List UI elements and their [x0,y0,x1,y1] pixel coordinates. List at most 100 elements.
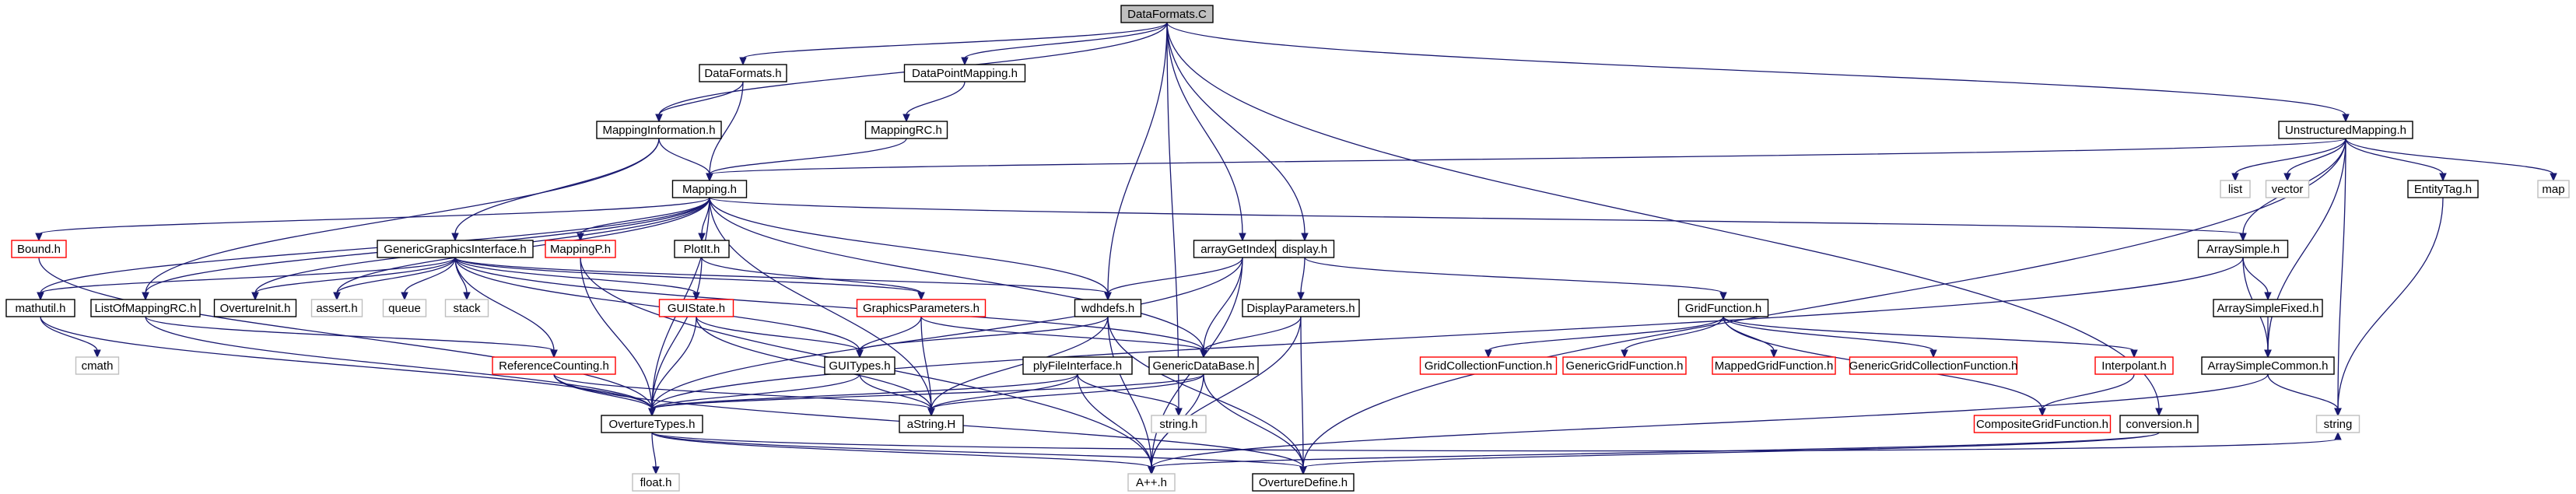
edge-arrowhead [1301,233,1309,242]
node-mappingp-h[interactable]: MappingP.h [545,240,616,258]
edge-arrowhead [1929,349,1937,359]
node-label: assert.h [316,302,357,315]
node-dataformats-c[interactable]: DataFormats.C [1120,5,1214,23]
node-box [1252,473,1355,492]
node-datapointmapping-h[interactable]: DataPointMapping.h [903,64,1026,82]
node-label: Interpolant.h [2101,359,2166,373]
edge-arrowhead [927,408,935,417]
node-overturedefine-h[interactable]: OvertureDefine.h [1252,473,1355,492]
edge-arrowhead [648,408,656,417]
node-guitypes-h[interactable]: GUITypes.h [824,356,895,375]
node-label: ArraySimpleFixed.h [2217,302,2319,315]
node-box [545,240,616,258]
node-box [2119,415,2199,433]
node-label: DataFormats.h [704,67,781,80]
node-label: cmath [82,359,114,373]
node-mapping-h[interactable]: Mapping.h [671,180,748,198]
edge-unstructuredmapping-h-to-map [2345,138,2557,182]
node-box [1151,415,1207,433]
node-unstructuredmapping-h[interactable]: UnstructuredMapping.h [2278,121,2413,139]
edge-gridfunction-h-to-genericgridfunction-h [1621,316,1724,359]
node-entitytag-h[interactable]: EntityTag.h [2407,180,2479,198]
node-mathutil-h[interactable]: mathutil.h [5,299,75,317]
edge-mapping-h-to-wdhdefs-h [709,197,1112,301]
edge-arrowhead [2231,173,2239,182]
node-wdhdefs-h[interactable]: wdhdefs.h [1074,299,1142,317]
node-map: map [2537,180,2570,198]
edge-arrowhead [1299,466,1307,475]
node-displayparameters-h[interactable]: DisplayParameters.h [1242,299,1360,317]
node-gridfunction-h[interactable]: GridFunction.h [1677,299,1769,317]
node-gridcollectionfunction-h[interactable]: GridCollectionFunction.h [1419,356,1558,375]
node-label: display.h [1282,243,1327,256]
edge-arrowhead [2264,292,2272,301]
node-label: wdhdefs.h [1081,302,1134,315]
node-vector: vector [2265,180,2310,198]
node-box [90,299,201,317]
node-box [2197,240,2289,258]
node-label: OvertureTypes.h [609,418,696,431]
edge-mapping-h-to-bound-h [35,197,710,242]
edge-arrowhead [706,173,713,182]
edge-unstructuredmapping-h-to-mapping-h [706,138,2346,182]
node-dataformats-h[interactable]: DataFormats.h [699,64,787,82]
edge-wdhdefs-h-to-a-h [1107,316,1155,475]
edge-mapping-h-to-mappingp-h [577,197,710,242]
edge-gridfunction-h-to-gridcollectionfunction-h [1484,316,1724,359]
node-genericgridcollectionfunction-h[interactable]: GenericGridCollectionFunction.h [1849,356,2018,375]
node-box [2315,415,2360,433]
edge-unstructuredmapping-h-to-vector [2283,138,2346,182]
node-compositegridfunction-h[interactable]: CompositeGridFunction.h [1973,415,2112,433]
node-arraysimplefixed-h[interactable]: ArraySimpleFixed.h [2213,299,2323,317]
edge-wdhdefs-h-to-guitypes-h [856,316,1109,359]
node-label: MappingRC.h [871,124,942,137]
node-interpolant-h[interactable]: Interpolant.h [2094,356,2174,375]
edge-genericgraphicsinterface-h-to-guistate-h [454,257,700,301]
node-label: string.h [1159,418,1197,431]
node-arraysimple-h[interactable]: ArraySimple.h [2197,240,2289,258]
node-bound-h[interactable]: Bound.h [11,240,67,258]
node-overturetypes-h[interactable]: OvertureTypes.h [601,415,703,433]
node-label: MappedGridFunction.h [1715,359,1834,373]
node-mappinginformation-h[interactable]: MappingInformation.h [596,121,722,139]
node-arraysimplecommon-h[interactable]: ArraySimpleCommon.h [2201,356,2335,375]
edge-arrowhead [2334,408,2342,417]
node-box [11,240,67,258]
node-box [864,121,948,139]
node-conversion-h[interactable]: conversion.h [2119,415,2199,433]
node-box [899,415,964,433]
node-display-h[interactable]: display.h [1274,240,1335,258]
node-label: Bound.h [17,243,61,256]
node-genericgridfunction-h[interactable]: GenericGridFunction.h [1562,356,1687,375]
node-astring-h[interactable]: aString.H [899,415,964,433]
node-mappingrc-h[interactable]: MappingRC.h [864,121,948,139]
node-box [310,299,363,317]
node-guistate-h[interactable]: GUIState.h [658,299,734,317]
node-referencecounting-h[interactable]: ReferenceCounting.h [492,356,616,375]
edge-arrowhead [37,292,44,301]
node-label: OvertureInit.h [220,302,291,315]
edge-plyfileinterface-h-to-string-h [1077,373,1183,417]
node-box [213,299,297,317]
edge-arrowhead [333,292,341,301]
node-genericgraphicsinterface-h[interactable]: GenericGraphicsInterface.h [377,240,534,258]
node-listofmappingrc-h[interactable]: ListOfMappingRC.h [90,299,201,317]
node-graphicsparameters-h[interactable]: GraphicsParameters.h [856,299,987,317]
node-box [2265,180,2310,198]
node-label: aString.H [907,418,956,431]
node-label: arrayGetIndex.h [1200,243,1284,256]
node-mappedgridfunction-h[interactable]: MappedGridFunction.h [1712,356,1836,375]
edge-arraysimplecommon-h-to-string [2267,373,2342,417]
node-overtureinit-h[interactable]: OvertureInit.h [213,299,297,317]
node-box [444,299,489,317]
node-label: string [2324,418,2353,431]
node-genericdatabase-h[interactable]: GenericDataBase.h [1148,356,1259,375]
node-plotit-h[interactable]: PlotIt.h [674,240,730,258]
node-arraygetindex-h[interactable]: arrayGetIndex.h [1193,240,1292,258]
edge-genericdatabase-h-to-astring-h [927,373,1204,417]
edge-mathutil-h-to-cmath [40,316,101,359]
node-label: PlotIt.h [684,243,720,256]
node-plyfileinterface-h[interactable]: plyFileInterface.h [1022,356,1133,375]
node-box [2201,356,2335,375]
edge-dataformats-c-to-arraygetindex-h [1166,22,1246,242]
